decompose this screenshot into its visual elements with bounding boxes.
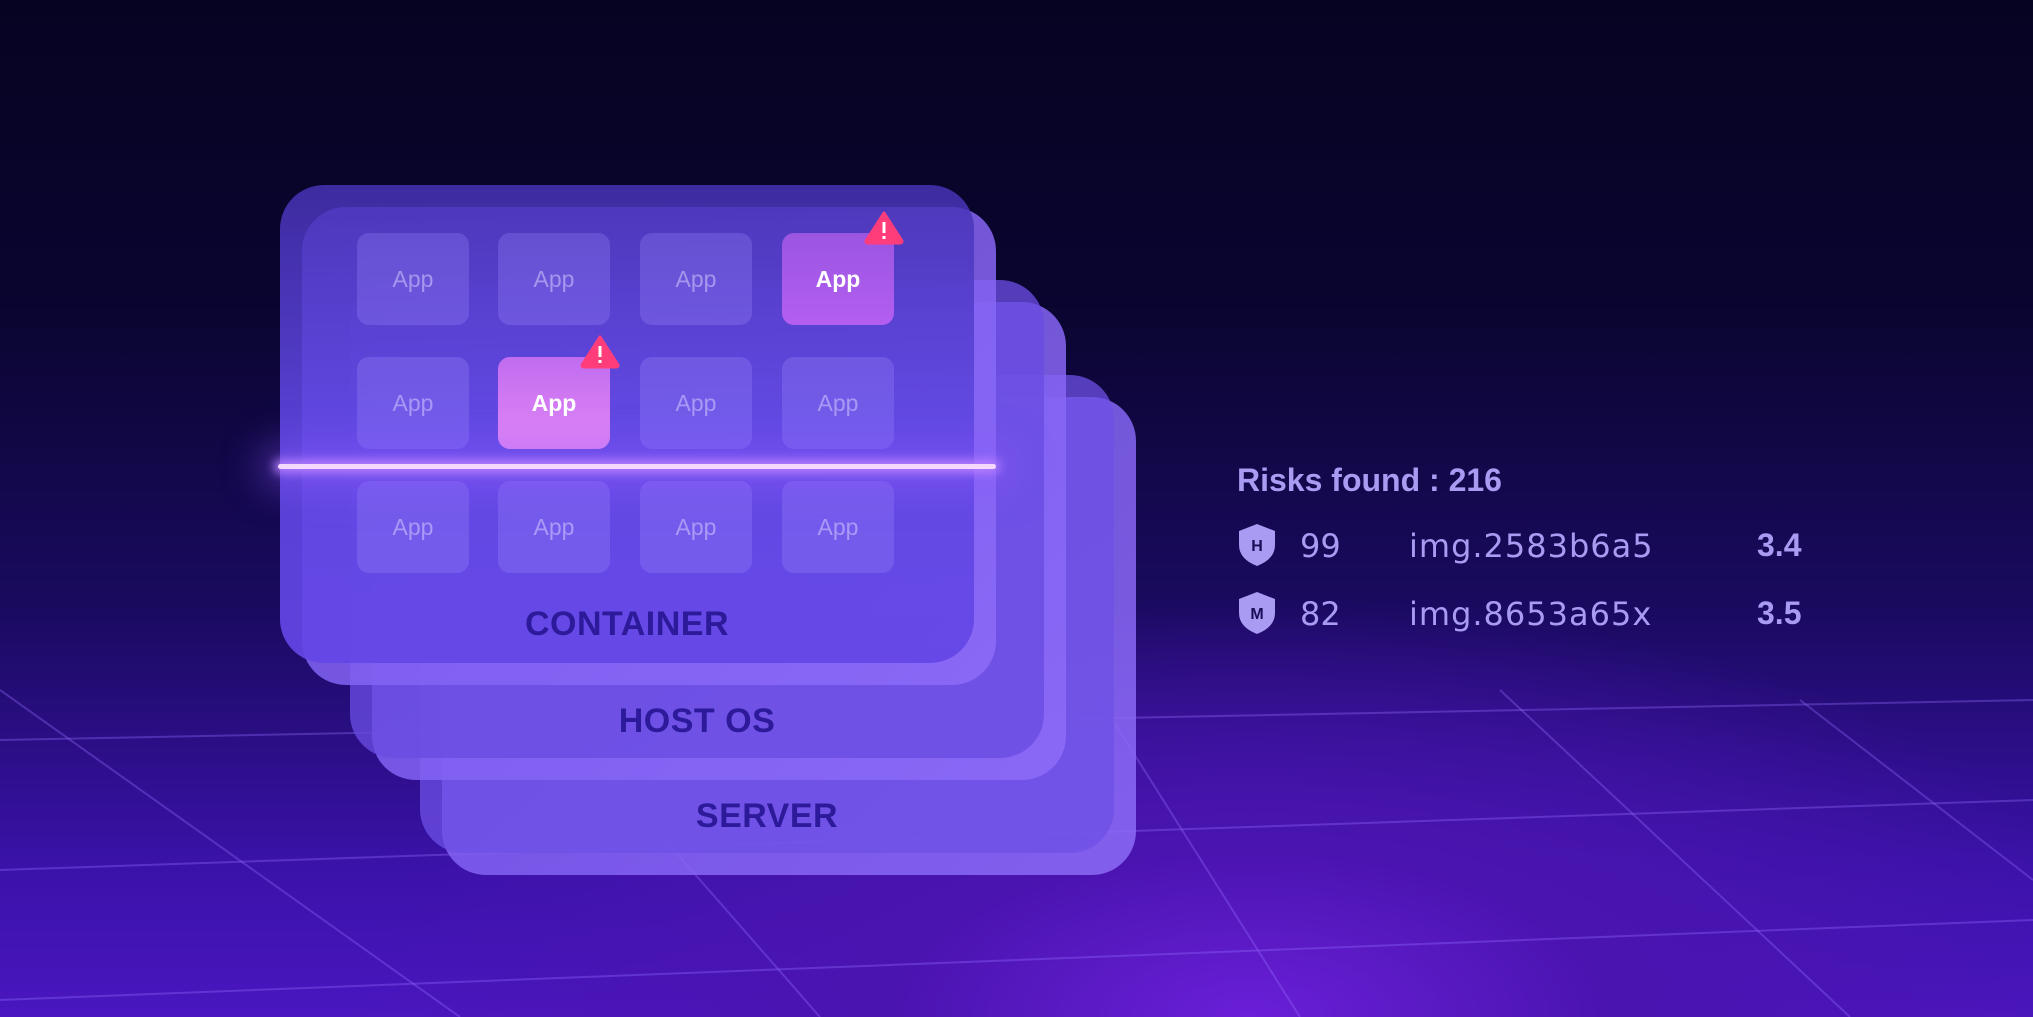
app-tile[interactable]: App [498,233,610,325]
app-tile[interactable]: App [640,357,752,449]
app-tile[interactable]: App [498,481,610,573]
app-label: App [392,389,434,416]
app-tile[interactable]: App [498,357,610,449]
warning-icon [580,335,620,369]
severity-shield-icon: H [1239,524,1275,566]
app-tile[interactable]: App [640,233,752,325]
image-id: img.8653a65x [1409,595,1653,633]
app-tile[interactable]: App [782,357,894,449]
app-label: App [533,513,575,540]
app-label: App [817,389,859,416]
risk-count: 99 [1300,527,1341,565]
scan-line [278,464,996,469]
app-label: App [817,513,859,540]
risk-score: 3.5 [1757,595,1802,631]
app-label: App [675,265,717,292]
app-label: App [675,513,717,540]
app-tile[interactable]: App [357,481,469,573]
container-layer: CONTAINER [280,185,996,685]
app-label: App [533,265,575,292]
app-label: App [392,265,434,292]
risks-title: Risks found : 216 [1237,462,1502,498]
server-label: SERVER [695,797,839,835]
severity-shield-icon: M [1239,592,1275,634]
risk-score: 3.4 [1757,527,1802,563]
app-tile[interactable]: App [782,481,894,573]
severity-letter: M [1250,606,1263,623]
app-label: App [531,389,577,416]
container-label: CONTAINER [524,605,730,643]
app-tile[interactable]: App [357,233,469,325]
image-id: img.2583b6a5 [1409,527,1654,565]
app-label: App [392,513,434,540]
host-os-label: HOST OS [618,702,776,740]
risk-row[interactable]: H 99 img.2583b6a5 3.4 [1237,523,1801,591]
app-tile[interactable]: App [357,357,469,449]
app-tile[interactable]: App [782,233,894,325]
severity-letter: H [1251,538,1263,555]
warning-icon [864,211,904,245]
risk-count: 82 [1300,595,1341,633]
app-tile[interactable]: App [640,481,752,573]
app-label: App [675,389,717,416]
app-label: App [815,265,861,292]
risk-row[interactable]: M 82 img.8653a65x 3.5 [1237,591,1801,659]
